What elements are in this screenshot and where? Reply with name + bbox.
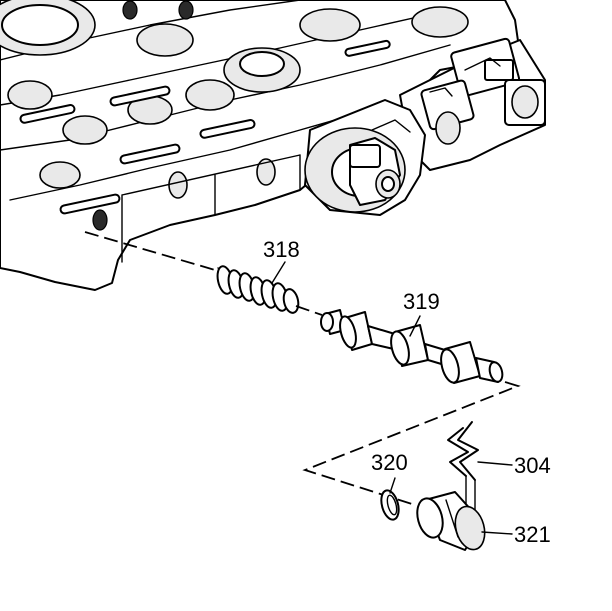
callout-320: 320 [371, 450, 408, 475]
o-ring-seal [380, 489, 400, 521]
solenoid-assembly [399, 37, 546, 171]
leader-320 [389, 477, 396, 494]
pressure-control-solenoid [304, 99, 426, 216]
valve-body-casting [0, 0, 521, 291]
bore-plug [416, 491, 486, 551]
leader-304 [477, 461, 513, 466]
bore-axis-line [84, 231, 216, 271]
leader-318 [271, 261, 286, 284]
front-face-holes [92, 0, 276, 231]
callout-318: 318 [263, 237, 300, 262]
callout-321: 321 [514, 522, 551, 547]
valve-to-plug-axis [302, 381, 521, 506]
o-ring-seal-inner [386, 494, 398, 516]
callout-304: 304 [514, 453, 551, 478]
deck-bores [0, 0, 469, 189]
valve-spring [216, 265, 300, 314]
control-valve [320, 309, 504, 384]
spring-axis-line [295, 305, 323, 316]
leader-319 [409, 315, 421, 337]
casting-slots [19, 39, 391, 215]
leader-lines [271, 261, 513, 535]
leader-321 [481, 531, 513, 535]
callout-319: 319 [403, 289, 440, 314]
